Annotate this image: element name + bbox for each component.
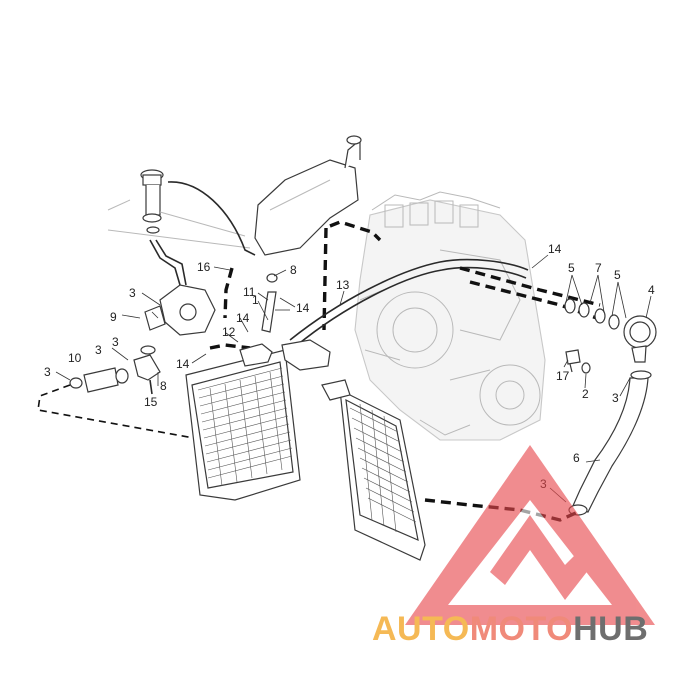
callout-14: 14	[296, 301, 310, 315]
temperature-sensor	[565, 349, 581, 373]
callout-17: 17	[556, 369, 570, 383]
callout-3: 3	[612, 391, 619, 405]
overflow-hose	[167, 181, 256, 256]
callout-1: 1	[252, 293, 259, 307]
callout-6: 6	[573, 451, 580, 465]
callout-4: 4	[648, 283, 655, 297]
callout-7: 7	[595, 261, 602, 275]
callout-3: 3	[112, 335, 119, 349]
leader-lines	[55, 254, 652, 503]
wordmark-part-3: HUB	[573, 610, 649, 648]
hose-16	[223, 267, 234, 319]
thermostat-housing	[144, 284, 216, 336]
callout-3: 3	[95, 343, 102, 357]
callout-14: 14	[548, 242, 562, 256]
callout-3: 3	[129, 286, 136, 300]
callout-13: 13	[336, 278, 350, 292]
watermark-logo	[405, 445, 655, 625]
callout-2: 2	[582, 387, 589, 401]
center-radiator	[321, 379, 426, 561]
washer	[581, 362, 591, 374]
callout-16: 16	[197, 260, 211, 274]
callout-3: 3	[44, 365, 51, 379]
callout-8: 8	[290, 263, 297, 277]
hose-6	[571, 377, 649, 513]
pipe-13	[289, 258, 529, 341]
logo-m-mark	[490, 515, 600, 600]
callout-15: 15	[144, 395, 158, 409]
callout-12: 12	[222, 325, 236, 339]
callout-labels: 3 9 3 3 10 3 15 8 16 8 11 1 14 12 14 14 …	[44, 242, 655, 491]
reservoir-return-line	[329, 220, 382, 242]
hose-12	[209, 343, 251, 350]
hose-upper-right	[459, 266, 601, 307]
expansion-tank	[254, 135, 362, 256]
thermostat-cover	[623, 315, 657, 349]
engine-block	[354, 191, 546, 441]
callout-8: 8	[160, 379, 167, 393]
callout-11: 11	[243, 285, 256, 299]
connector-4	[631, 345, 647, 363]
hose-clamps-right	[564, 298, 620, 330]
wordmark-part-2: MOTO	[469, 610, 574, 648]
left-radiator	[185, 349, 301, 501]
centre-fittings	[239, 273, 331, 371]
callout-10: 10	[68, 351, 82, 365]
filler-neck	[107, 169, 251, 286]
callout-14: 14	[176, 357, 190, 371]
reservoir-feed-line	[322, 227, 328, 331]
watermark-wordmark: AUTOMOTOHUB	[372, 612, 648, 646]
callout-14: 14	[236, 311, 250, 325]
callout-5: 5	[568, 261, 575, 275]
pipe-11	[261, 291, 277, 333]
callout-9: 9	[110, 310, 117, 324]
callout-5: 5	[614, 268, 621, 282]
coolant-line-left	[37, 384, 206, 441]
wordmark-part-1: AUTO	[372, 610, 470, 648]
left-fittings	[69, 345, 161, 395]
